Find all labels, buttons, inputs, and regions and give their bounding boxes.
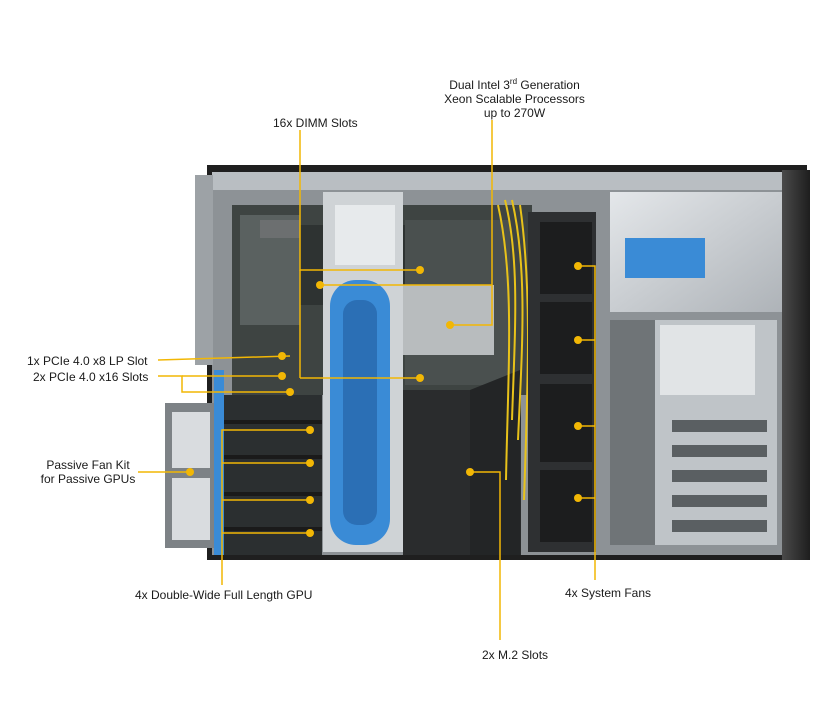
cpu-air-shroud: [403, 370, 521, 555]
m2-slots-label: 2x M.2 Slots: [482, 648, 549, 662]
air-shroud-bracket: [323, 192, 403, 552]
dimm-slots-label: 16x DIMM Slots: [273, 116, 358, 130]
gpu-label: 4x Double-Wide Full Length GPU: [135, 588, 313, 602]
callout-lines: [138, 120, 596, 640]
pcie-lp-slot-label: 1x PCIe 4.0 x8 LP Slot: [27, 354, 148, 368]
system-fan-column: [528, 212, 596, 552]
cpu-label: Dual Intel 3rd Generation Xeon Scalable …: [432, 77, 597, 121]
passive-fan-kit: [165, 175, 217, 548]
fan-kit-line1: Passive Fan Kit: [46, 458, 130, 472]
cpu-label-line1: Dual Intel 3rd Generation: [449, 77, 580, 93]
passive-fan-kit-label: Passive Fan Kit for Passive GPUs: [38, 458, 138, 486]
cpu-label-line3: up to 270W: [483, 106, 546, 120]
system-fans-label: 4x System Fans: [565, 586, 652, 600]
drive-bay-area: [610, 192, 782, 545]
fan-kit-line2: for Passive GPUs: [40, 472, 136, 486]
callout-dots: [186, 262, 582, 537]
pcie-x16-slots-label: 2x PCIe 4.0 x16 Slots: [33, 370, 149, 384]
gpu-bay: [214, 370, 322, 555]
cpu-label-line2: Xeon Scalable Processors: [444, 92, 585, 106]
